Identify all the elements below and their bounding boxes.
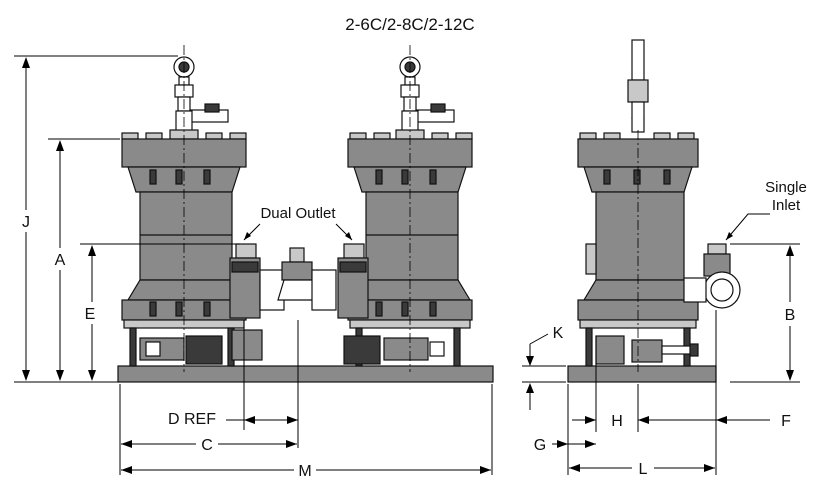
right-filter-housing xyxy=(343,56,473,367)
dim-e: E xyxy=(85,306,96,323)
dim-g: G xyxy=(534,437,546,454)
dim-l: L xyxy=(639,461,648,478)
dual-outlet-label: Dual Outlet xyxy=(260,205,336,222)
front-view xyxy=(117,45,494,383)
drawing-title: 2-6C/2-8C/2-12C xyxy=(345,15,474,34)
front-base-plate xyxy=(117,365,494,383)
dim-d-ref: D REF xyxy=(168,411,216,428)
dim-f: F xyxy=(781,413,791,430)
left-housing-body xyxy=(139,191,233,281)
dim-k: K xyxy=(553,325,564,342)
single-inlet-fitting xyxy=(683,243,741,309)
dim-m: M xyxy=(298,463,311,479)
dim-h: H xyxy=(611,413,623,430)
dim-j: J xyxy=(22,214,30,231)
side-view xyxy=(567,39,741,383)
inlet-label: Inlet xyxy=(772,197,801,214)
dim-a: A xyxy=(55,252,66,269)
single-label: Single xyxy=(765,179,807,196)
dim-c: C xyxy=(201,437,213,454)
side-housing-body xyxy=(595,191,685,281)
dim-b: B xyxy=(785,307,796,324)
left-filter-housing xyxy=(121,56,247,367)
side-base-plate xyxy=(567,365,717,383)
dual-outlet-manifold xyxy=(229,243,369,361)
right-housing-body xyxy=(365,191,459,281)
